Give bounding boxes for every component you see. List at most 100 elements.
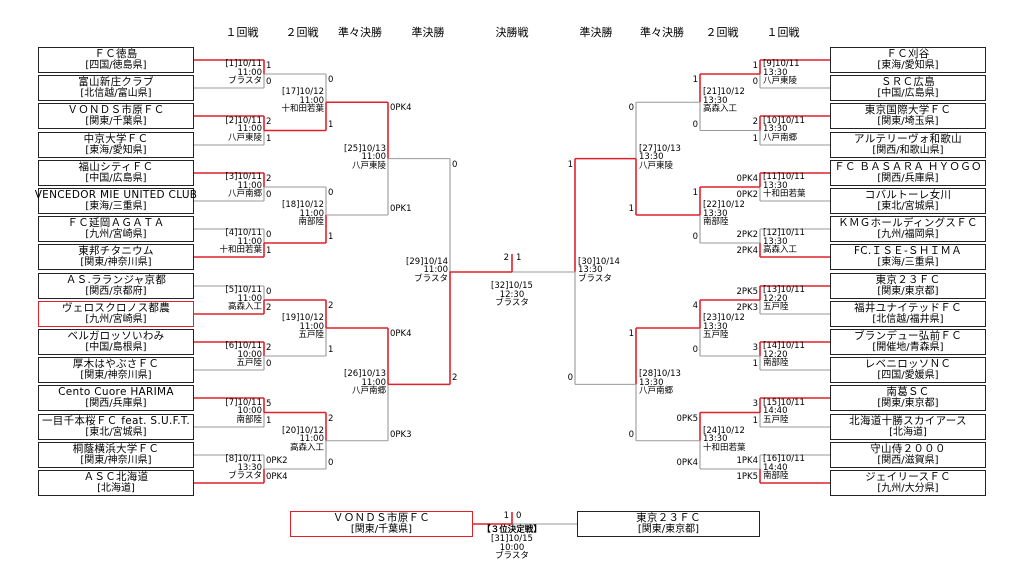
- team-name: 桐蔭横浜大学ＦＣ: [72, 443, 160, 455]
- match-info-line: 13:30: [703, 95, 728, 106]
- match-info-line: 13:30: [763, 236, 788, 247]
- team-name: FC.ＩＳＥ-ＳＨＩＭＡ: [853, 245, 963, 257]
- round-header-right-sf: 準決勝: [579, 26, 613, 39]
- match-info-line: [18]10/12: [282, 200, 324, 210]
- right-sf-match-score-bottom: 0: [567, 373, 573, 384]
- match-info-line: 八戸南郷: [763, 132, 798, 143]
- team-region: [中国/広島県]: [877, 88, 939, 99]
- left-r1-match-7-score-bottom: 1: [266, 416, 272, 426]
- match-info-line: [28]10/13: [639, 369, 681, 380]
- match-info-line: [31]10/15: [491, 534, 533, 544]
- match-info-line: 八戸東陵: [763, 76, 798, 86]
- right-team-6: コバルトーレ女川[東北/宮城県]: [830, 188, 986, 214]
- right-r2-match-3-score-top: 4: [692, 301, 698, 311]
- right-team-3: 東京国際大学ＦＣ[関東/埼玉県]: [830, 103, 986, 129]
- team-region: [東北/宮城県]: [85, 427, 147, 438]
- left-r1-match-6-score-top: 2: [266, 343, 272, 353]
- team-name: ブランデュー弘前ＦＣ: [854, 330, 962, 342]
- left-r1-match-8-score-top: 0PK2: [266, 456, 288, 466]
- right-r1-match-8-score-bottom: 1PK5: [736, 472, 758, 482]
- team-region: [関東/千葉県]: [85, 116, 147, 127]
- match-info-line: 13:30: [763, 180, 788, 191]
- match-info-line: ブラスタ: [228, 471, 262, 481]
- match-info-line: [27]10/13: [639, 143, 681, 154]
- match-info-line: 11:00: [237, 236, 263, 247]
- match-info-line: 八戸東陵: [351, 160, 386, 171]
- team-region: [中国/島根県]: [85, 342, 147, 353]
- left-team-16: ＡＳＣ北海道[北海道]: [38, 470, 194, 496]
- match-info-line: ブラスタ: [578, 273, 612, 284]
- right-r1-match-5-score-top: 2PK5: [736, 287, 758, 297]
- match-info-line: [4]10/11: [225, 228, 262, 238]
- match-info-line: 十和田若葉: [219, 245, 262, 255]
- match-info-line: 南部陸: [298, 217, 324, 227]
- match-info-line: 十和田若葉: [703, 442, 746, 453]
- match-info-line: ブラスタ: [228, 76, 262, 86]
- match-info-line: 11:00: [299, 208, 325, 219]
- team-region: [東北/宮城県]: [877, 201, 939, 212]
- third-score-left: 1: [503, 511, 509, 521]
- left-qf-match-2-score-top: 0PK4: [390, 329, 412, 339]
- right-team-11: ブランデュー弘前ＦＣ[開催地/青森県]: [830, 329, 986, 355]
- left-r1-match-4-score-bottom: 1: [266, 246, 272, 256]
- match-info-line: 五戸陸: [236, 358, 262, 368]
- left-qf-match-1-score-top: 0PK4: [390, 103, 412, 114]
- right-r2-match-1-score-top: 1: [692, 75, 698, 85]
- right-r1-match-6-score-top: 3: [752, 343, 758, 353]
- left-r1-match-7-score-top: 5: [266, 399, 272, 409]
- match-info-line: ブラスタ: [414, 273, 448, 284]
- match-info-line: [11]10/11: [763, 172, 805, 182]
- right-r1-match-6-score-bottom: 1: [752, 359, 758, 369]
- team-region: [九州/宮崎県]: [85, 314, 147, 325]
- third-place-right-team: 東京２３ＦＣ[関東/東京都]: [577, 511, 760, 537]
- match-info-line: 12:30: [499, 289, 525, 300]
- match-info-line: 八戸南郷: [351, 386, 386, 397]
- round-header-left-qf: 準々決勝: [338, 26, 382, 39]
- team-name: ＦＣ ＢＡＳＡＲＡ ＨＹＯＧＯ: [834, 161, 982, 173]
- right-r2-match-4-score-bottom: 0PK4: [676, 458, 698, 468]
- left-sf-match-score-bottom: 2: [452, 373, 458, 384]
- match-info-line: [5]10/11: [225, 285, 262, 295]
- team-name: ＦＣ延岡ＡＧＡＴＡ: [67, 217, 165, 229]
- match-info-line: 高森入工: [763, 245, 798, 255]
- match-info-line: 14:40: [763, 406, 788, 416]
- match-info-line: [1]10/11: [225, 59, 262, 69]
- match-info-line: 13:30: [578, 265, 603, 275]
- right-r1-match-1-score-top: 1: [752, 61, 758, 71]
- match-info-line: [8]10/11: [225, 454, 262, 464]
- right-r1-match-1-score-bottom: 0: [752, 77, 758, 87]
- match-info-line: [20]10/12: [282, 425, 324, 436]
- left-team-5: 福山シティＦＣ[中国/広島県]: [38, 160, 194, 186]
- right-team-9: 東京２３ＦＣ[関東/東京都]: [830, 273, 986, 299]
- right-r1-match-7-score-bottom: 1: [752, 416, 758, 426]
- final-score-left: 2: [503, 253, 509, 263]
- match-info-line: 十和田若葉: [281, 104, 324, 115]
- team-name: ジェイリースＦＣ: [865, 471, 951, 483]
- right-team-4: アルテリーヴォ和歌山[関西/和歌山県]: [830, 132, 986, 158]
- team-name: ＦＣ刈谷: [886, 48, 930, 60]
- right-team-13: 南葛ＳＣ[関東/東京都]: [830, 385, 986, 411]
- match-info-line: [32]10/15: [491, 281, 533, 291]
- team-name: 厚木はやぶさＦＣ: [72, 358, 160, 370]
- left-r1-match-3-score-bottom: 0: [266, 190, 272, 200]
- match-info-line: 五戸陸: [298, 330, 324, 340]
- team-region: [北信越/福井県]: [872, 314, 944, 325]
- match-info-line: 南部陸: [236, 414, 262, 425]
- right-r2-match-4-score-top: 0PK5: [676, 413, 698, 424]
- match-info-line: [15]10/11: [763, 397, 805, 408]
- right-qf-match-1-score-bottom: 1: [628, 204, 634, 214]
- team-region: [関東/東京都]: [877, 398, 939, 409]
- right-team-10: 福井ユナイテッドＦＣ[北信越/福井県]: [830, 301, 986, 327]
- left-team-4: 中京大学ＦＣ[東海/愛知県]: [38, 132, 194, 158]
